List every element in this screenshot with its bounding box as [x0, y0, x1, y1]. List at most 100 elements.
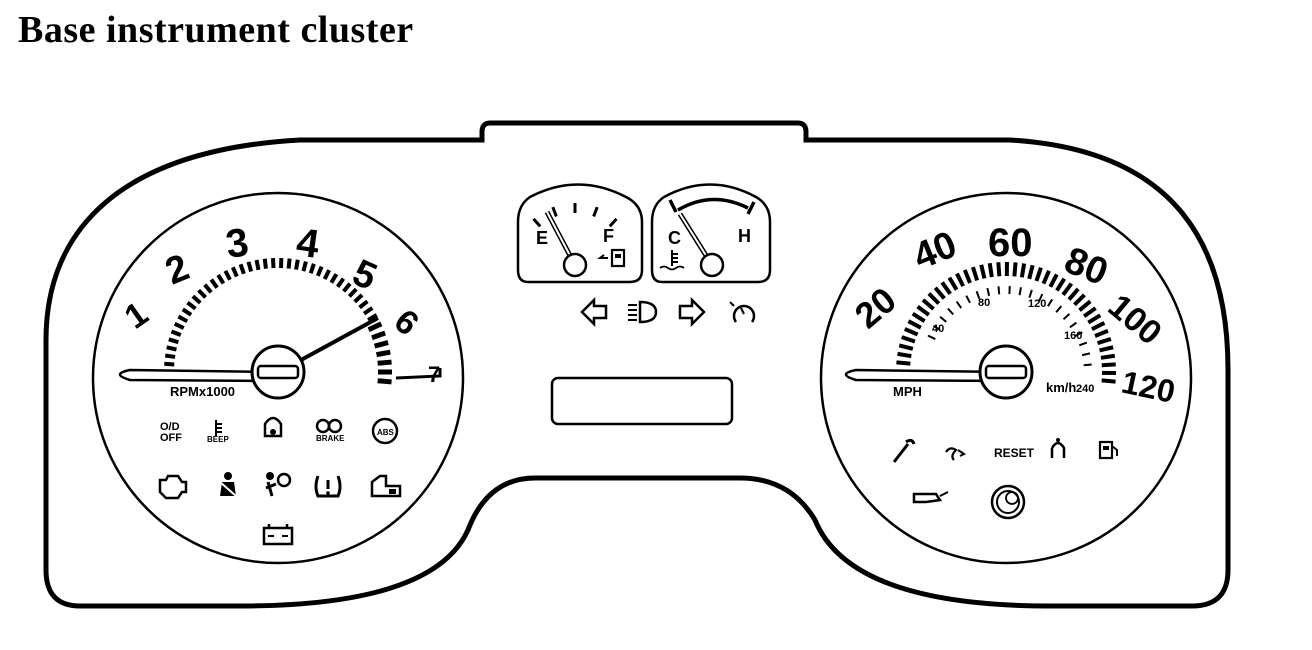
- tach-tick: [342, 282, 352, 293]
- tach-tick: [329, 273, 339, 284]
- tach-needle-pointer: [289, 316, 379, 368]
- speedo-inner-tick: [927, 334, 936, 340]
- speedo-tick: [1067, 287, 1080, 301]
- speedo-tick: [1099, 345, 1114, 353]
- speedo-tick: [1073, 293, 1086, 307]
- tach-tick: [362, 306, 374, 316]
- kmh-unit-label: km/h: [1046, 380, 1076, 395]
- tach-tick: [203, 283, 213, 294]
- tach-tick: [170, 329, 182, 337]
- tire-pressure-icon: [314, 475, 342, 498]
- speedo-tick: [1027, 264, 1035, 280]
- speedo-inner-tick: [1028, 289, 1033, 298]
- battery-icon: [262, 524, 294, 546]
- low-fuel-icon: [1098, 440, 1118, 460]
- tach-tick: [177, 314, 189, 324]
- brake-icon: [315, 418, 343, 434]
- tach-needle-left: [118, 368, 280, 383]
- fuel-full-label: F: [603, 226, 614, 246]
- speedo-inner-tick: [997, 286, 1001, 295]
- tach-tick: [164, 361, 175, 367]
- speedo-inner-tick: [986, 287, 991, 297]
- speedo-inner-tick: [1078, 341, 1088, 347]
- tach-unit-label: RPMx1000: [170, 384, 235, 399]
- glow-plug-icon: [215, 420, 222, 436]
- tach-tick: [358, 299, 369, 310]
- temp-hot-label: H: [738, 226, 751, 246]
- temperature-gauge: C H: [650, 183, 772, 284]
- speedo-tick: [903, 327, 919, 337]
- temp-cold-label: C: [668, 228, 681, 248]
- speedo-tick: [955, 272, 965, 287]
- speedo-tick: [1096, 337, 1112, 346]
- right-turn-signal-icon: [678, 296, 706, 328]
- tach-tick: [301, 260, 308, 272]
- hill-descent-icon: [1050, 438, 1066, 458]
- tach-redline-tick: [373, 340, 389, 349]
- speedo-tick: [1100, 353, 1116, 360]
- coolant-temp-icon: [659, 250, 685, 271]
- tach-tick: [254, 259, 261, 271]
- speedo-inner-tick: [1062, 313, 1071, 321]
- tach-number-7: 7: [428, 362, 440, 387]
- speedo-tick: [940, 281, 952, 296]
- fuel-empty-label: E: [536, 228, 548, 248]
- tach-tick: [286, 258, 292, 269]
- tach-redline-tick: [377, 359, 392, 366]
- tach-redline-tick: [371, 330, 386, 341]
- tach-redline-tick: [376, 349, 391, 358]
- seat-occupancy-icon: [263, 416, 283, 438]
- check-engine-icon: [158, 474, 188, 500]
- center-indicators: [580, 296, 756, 328]
- fuel-gauge-ticks: [532, 203, 618, 228]
- seatbelt-icon: [219, 472, 237, 497]
- speed-control-icon: [729, 301, 756, 323]
- speedo-tick: [1101, 378, 1116, 384]
- speedo-tick: [911, 312, 926, 323]
- speedo-inner-tick: [1069, 321, 1078, 329]
- speedo-inner-tick: [1081, 352, 1091, 357]
- dimmer-knob-icon: [990, 484, 1026, 520]
- tach-redline-tick: [367, 321, 383, 333]
- fuel-tick: [592, 206, 599, 217]
- speedo-tick: [1101, 362, 1116, 368]
- tach-tick: [353, 293, 364, 304]
- speedo-inner-tick: [939, 315, 947, 323]
- fuel-hub: [562, 252, 588, 278]
- speedo-tick: [1012, 262, 1018, 277]
- speedo-inner-tick: [947, 307, 955, 316]
- speedo-tick: [1078, 299, 1092, 312]
- tach-tick: [166, 345, 177, 352]
- speedo-tick: [898, 343, 914, 351]
- speedo-inner-tick: [1083, 363, 1092, 367]
- speedo-tick: [1061, 282, 1074, 297]
- fuel-gauge: E F: [516, 183, 644, 284]
- reset-label: RESET: [994, 446, 1035, 460]
- speedo-inner-tick: [1047, 298, 1054, 307]
- tach-tick: [238, 263, 246, 275]
- mph-unit-label: MPH: [893, 384, 922, 399]
- speedometer-ticks: [896, 261, 1117, 384]
- tach-tick: [181, 307, 193, 317]
- speedo-tick: [927, 292, 941, 305]
- speedo-tick: [921, 298, 935, 311]
- wrench-icon: [892, 438, 916, 463]
- od-off-indicator-top: O/D: [160, 421, 180, 433]
- tach-tick: [223, 269, 232, 281]
- kmh-number-80: 80: [978, 297, 990, 309]
- speedo-tick: [1034, 267, 1043, 282]
- tach-tick: [246, 261, 254, 273]
- tach-tick: [262, 258, 268, 269]
- speedo-tick: [916, 304, 931, 317]
- speedo-inner-tick: [955, 300, 963, 309]
- tach-tick: [216, 273, 226, 285]
- airbag-icon: [265, 472, 292, 497]
- tach-tick: [168, 337, 179, 345]
- temp-hub: [699, 252, 725, 278]
- speedo-inner-tick: [1074, 331, 1083, 337]
- abs-label: ABS: [377, 428, 395, 437]
- tach-tick: [315, 265, 324, 277]
- tach-tick: [294, 259, 300, 270]
- abs-icon: [371, 417, 399, 445]
